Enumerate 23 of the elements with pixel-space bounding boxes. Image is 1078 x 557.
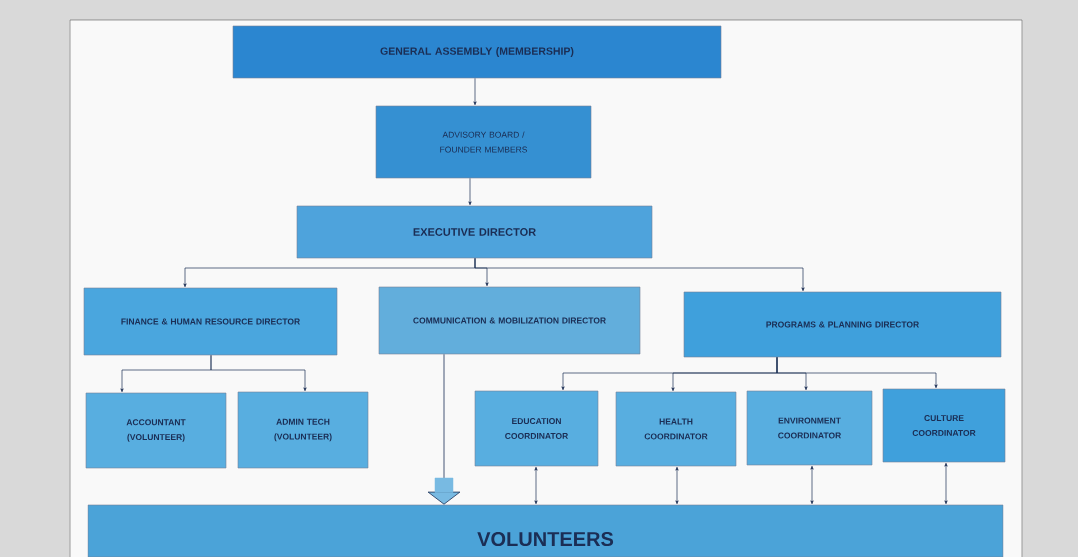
org-box: ACCOUNTANT (VOLUNTEER): [85, 392, 227, 469]
org-box: COMMUNICATION & MOBILIZATION DIRECTOR: [378, 286, 641, 355]
org-box: FINANCE & HUMAN RESOURCE DIRECTOR: [83, 287, 338, 356]
org-box: ADVISORY BOARD / FOUNDER MEMBERS: [375, 105, 592, 179]
org-box: CULTURE COORDINATOR: [882, 388, 1006, 463]
connector-arrow: [776, 356, 938, 389]
connector-arrow: [468, 177, 472, 206]
org-box: EXECUTIVE DIRECTOR: [296, 205, 653, 259]
org-box: HEALTH COORDINATOR: [615, 391, 737, 467]
org-box: ADMIN TECH (VOLUNTEER): [237, 391, 369, 469]
org-box: PROGRAMS & PLANNING DIRECTOR: [683, 291, 1002, 358]
double-arrow: [944, 462, 948, 505]
double-arrow: [534, 466, 538, 505]
connector-arrow: [473, 77, 477, 106]
block-arrow: [427, 353, 461, 505]
double-arrow: [810, 465, 814, 505]
org-box: EDUCATION COORDINATOR: [474, 390, 599, 467]
connector-arrow: [210, 354, 307, 392]
org-box: VOLUNTEERS: [87, 504, 1004, 557]
org-box: ENVIRONMENT COORDINATOR: [746, 390, 873, 466]
org-box: GENERAL ASSEMBLY (MEMBERSHIP): [232, 25, 722, 79]
connector-arrow: [474, 257, 805, 292]
double-arrow: [675, 466, 679, 505]
